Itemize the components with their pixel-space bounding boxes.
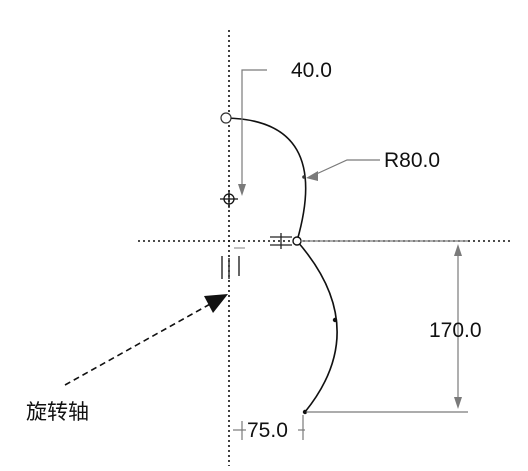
axis-pointer-arrow: [64, 294, 228, 386]
dimension-170-value: 170.0: [429, 319, 482, 342]
dimension-40[interactable]: [238, 69, 267, 196]
upper-arc[interactable]: [225, 117, 307, 242]
dimension-170[interactable]: [300, 240, 468, 413]
crosshair-icon: [220, 190, 238, 208]
mid-point: [332, 317, 338, 323]
arc-start-point[interactable]: [220, 112, 232, 124]
arc-end-point[interactable]: [302, 409, 308, 415]
lower-arc[interactable]: [296, 240, 338, 413]
dimension-75-value: 75.0: [247, 419, 288, 442]
arc-guide-point: [302, 175, 306, 179]
dimension-75[interactable]: [233, 415, 305, 440]
parallel-constraint-icon: [221, 247, 245, 279]
dimension-radius-value: R80.0: [384, 149, 440, 172]
tangent-constraint-icon: [270, 233, 292, 249]
dimension-40-value: 40.0: [291, 59, 332, 82]
dimension-radius-leader[interactable]: [306, 159, 380, 181]
rotation-axis-label: 旋转轴: [26, 400, 89, 424]
tangent-point[interactable]: [292, 236, 302, 246]
